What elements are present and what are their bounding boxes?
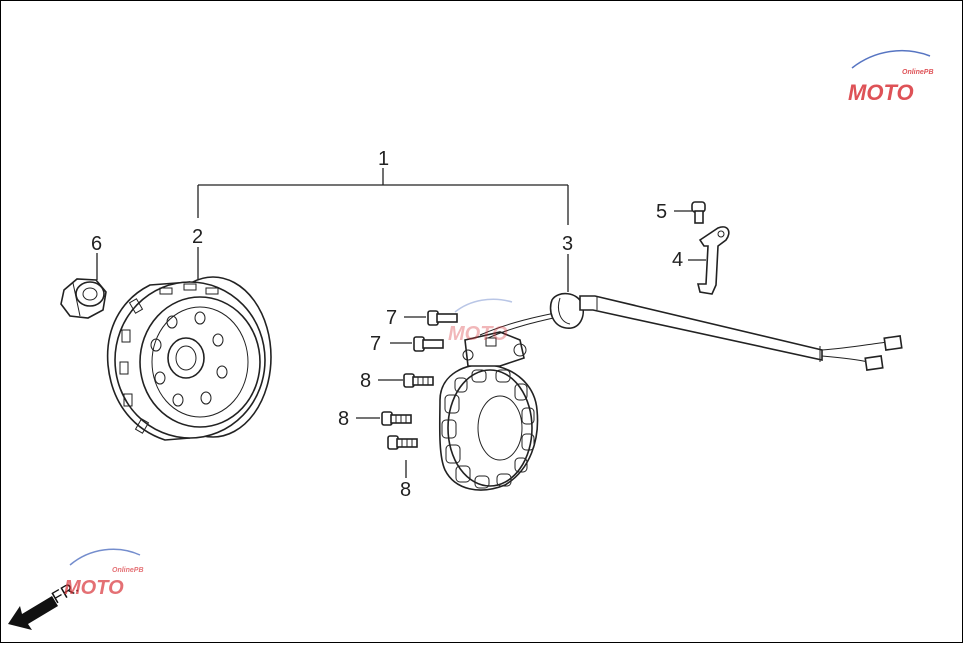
callout-4: 4 <box>672 249 683 271</box>
watermark-subtext: OnlinePB <box>902 69 934 76</box>
callout-3: 3 <box>562 233 573 255</box>
callout-2: 2 <box>192 226 203 248</box>
callout-7-lower: 7 <box>370 333 381 355</box>
assembly-bracket <box>197 168 569 225</box>
bolt-8-lower <box>387 435 418 450</box>
flywheel-rotor <box>106 276 272 441</box>
bolt-8-middle <box>381 411 412 426</box>
callout-8-lower: 8 <box>400 479 411 501</box>
watermark-logo-bottom-left: MOTO OnlinePB <box>64 548 144 599</box>
watermark-logo-center: MOTO <box>448 298 513 345</box>
callout-1: 1 <box>378 148 389 170</box>
watermark-subtext: OnlinePB <box>112 567 144 574</box>
callout-8-middle: 8 <box>338 408 349 430</box>
callout-5: 5 <box>656 201 667 223</box>
watermark-text: MOTO <box>64 577 124 599</box>
callout-7-upper: 7 <box>386 307 397 329</box>
bolt-8-upper <box>403 373 434 388</box>
callout-6: 6 <box>91 233 102 255</box>
flange-nut <box>60 278 107 319</box>
bolt-7-upper <box>427 310 458 326</box>
watermark-text: MOTO <box>848 80 914 105</box>
callout-8-upper: 8 <box>360 370 371 392</box>
front-direction-arrow <box>8 596 58 630</box>
stator-assembly <box>438 292 903 491</box>
watermark-text: MOTO <box>448 323 508 345</box>
screw-5 <box>691 201 706 224</box>
clamp-bracket <box>696 226 730 295</box>
watermark-logo-top-right: MOTO OnlinePB <box>848 49 934 105</box>
bolt-7-lower <box>413 336 444 352</box>
